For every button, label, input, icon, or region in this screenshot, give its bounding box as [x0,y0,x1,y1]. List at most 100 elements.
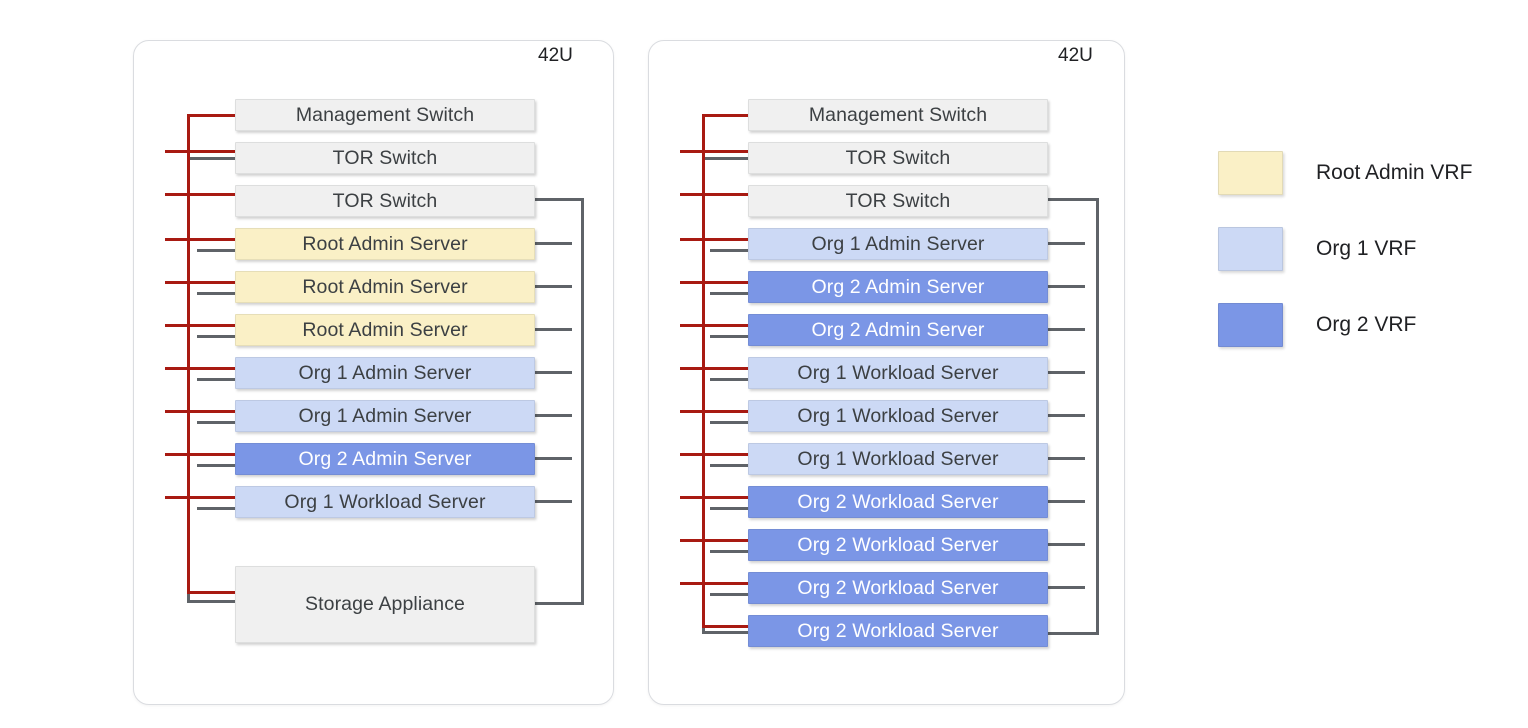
data-link-stub [197,464,235,467]
mgmt-link-line [165,193,235,196]
data-link-line [1048,198,1099,201]
mgmt-link-line [680,367,748,370]
mgmt-link-line [680,193,748,196]
mgmt-link-line [680,582,748,585]
data-link-stub [535,500,572,503]
rack-unit: Storage Appliance [235,566,535,643]
rack-unit: Org 1 Workload Server [235,486,535,518]
legend-label: Root Admin VRF [1316,161,1473,184]
data-link-line [187,600,235,603]
data-link-stub [197,507,235,510]
rack-unit: TOR Switch [235,185,535,217]
data-link-stub [1048,328,1085,331]
rack-unit: Org 2 Admin Server [748,271,1048,303]
mgmt-link-line [680,496,748,499]
mgmt-link-trunk [187,114,190,594]
data-link-stub [197,335,235,338]
mgmt-link-line [680,410,748,413]
mgmt-link-line [165,496,235,499]
data-link-stub [1048,586,1085,589]
mgmt-link-line [680,539,748,542]
rack-unit: Org 2 Admin Server [235,443,535,475]
rack-unit: Org 1 Admin Server [748,228,1048,260]
rack-unit-label: TOR Switch [845,146,951,169]
rack-unit: TOR Switch [748,142,1048,174]
data-link-stub [197,292,235,295]
mgmt-link-line [165,150,235,153]
rack-unit: Root Admin Server [235,228,535,260]
data-link-stub [535,285,572,288]
data-link-stub [197,249,235,252]
rack-unit: Org 1 Workload Server [748,357,1048,389]
rack-unit: Org 1 Workload Server [748,443,1048,475]
rack-unit-label: Management Switch [808,103,988,126]
data-link-stub [197,378,235,381]
rack-unit: TOR Switch [235,142,535,174]
data-link-line [702,631,748,634]
mgmt-link-line [187,591,235,594]
rack-unit: Org 2 Workload Server [748,529,1048,561]
rack-unit-label: Org 2 Workload Server [797,490,999,513]
data-link-stub [535,328,572,331]
data-link-stub [710,507,748,510]
data-link-trunk-right [581,198,584,605]
data-link-stub [710,464,748,467]
rack-unit: Org 2 Admin Server [748,314,1048,346]
rack-unit-label: Storage Appliance [305,593,465,615]
rack-unit: Org 2 Workload Server [748,615,1048,647]
data-link-stub [710,292,748,295]
legend-item: Root Admin VRF [1218,151,1472,195]
mgmt-link-line [680,324,748,327]
data-link-stub [1048,285,1085,288]
rack-unit-label: Org 2 Admin Server [811,275,985,298]
data-link-stub [710,249,748,252]
mgmt-link-line [702,625,748,628]
data-link-stub [1048,414,1085,417]
rack-unit-label: Root Admin Server [302,232,468,255]
legend-swatch-org2-vrf [1218,303,1283,347]
data-link-stub [1048,242,1085,245]
rack-unit-label: Org 1 Admin Server [298,361,472,384]
mgmt-link-line [680,238,748,241]
rack-capacity-label: 42U [538,45,573,66]
data-link-trunk-right [1096,198,1099,635]
data-link-stub [710,378,748,381]
data-link-stub [710,421,748,424]
mgmt-link-line [165,367,235,370]
data-link-stub [710,335,748,338]
rack-unit-label: TOR Switch [845,189,951,212]
data-link-line [702,157,748,160]
mgmt-link-line [165,410,235,413]
rack-capacity-label: 42U [1058,45,1093,66]
rack-unit-label: Management Switch [295,103,475,126]
data-link-stub [535,457,572,460]
data-link-stub [1048,500,1085,503]
rack-unit-label: Org 2 Workload Server [797,619,999,642]
rack-unit: Management Switch [235,99,535,131]
rack-unit-label: Org 1 Workload Server [284,490,486,513]
rack-unit-label: Org 1 Workload Server [797,404,999,427]
rack-unit: Root Admin Server [235,271,535,303]
mgmt-link-line [702,114,748,117]
rack-unit: Org 2 Workload Server [748,572,1048,604]
rack-unit: Management Switch [748,99,1048,131]
rack-unit-label: Root Admin Server [302,275,468,298]
rack-unit-label: Org 2 Admin Server [811,318,985,341]
data-link-stub [197,421,235,424]
rack-unit-label: TOR Switch [332,189,438,212]
mgmt-link-line [165,453,235,456]
data-link-stub [710,593,748,596]
legend-label: Org 1 VRF [1316,237,1417,260]
rack-unit-label: Root Admin Server [302,318,468,341]
rack-unit: Root Admin Server [235,314,535,346]
rack-unit-label: Org 1 Workload Server [797,361,999,384]
mgmt-link-line [187,114,235,117]
legend-item: Org 1 VRF [1218,227,1416,271]
data-link-stub [535,371,572,374]
legend-label: Org 2 VRF [1316,313,1417,336]
data-link-line [1048,632,1099,635]
rack-unit-label: Org 2 Workload Server [797,533,999,556]
rack-unit: Org 2 Workload Server [748,486,1048,518]
data-link-stub [1048,457,1085,460]
